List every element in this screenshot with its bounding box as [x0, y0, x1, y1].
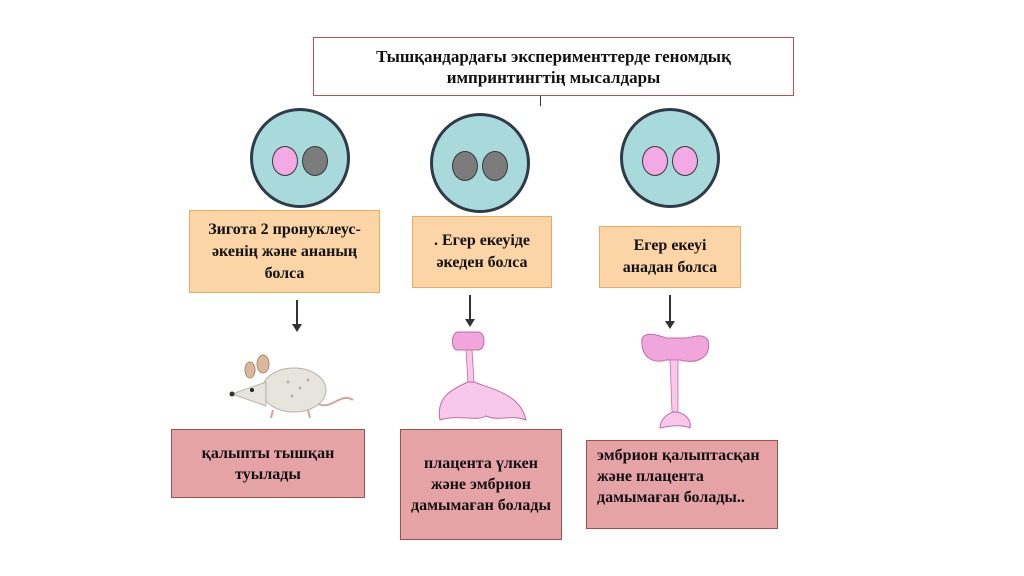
mouse-icon [229, 354, 354, 419]
large-placenta-small-embryo-icon [438, 331, 527, 421]
embryo-small-placenta-icon [641, 333, 710, 429]
arrow-1 [292, 300, 302, 332]
arrow-3 [665, 295, 675, 329]
zygote-maternal [620, 108, 720, 208]
maternal-pronucleus-2 [672, 146, 698, 176]
condition-box-3: Егер екеуі анадан болса [599, 226, 741, 288]
result-box-3: эмбрион қалыптасқан және плацента дамыма… [586, 440, 778, 529]
arrow-2 [465, 295, 475, 327]
paternal-pronucleus-1 [452, 151, 478, 181]
maternal-pronucleus [272, 146, 298, 176]
result-box-1: қалыпты тышқан туылады [171, 429, 365, 498]
paternal-pronucleus [302, 146, 328, 176]
condition-box-2: . Егер екеуіде әкеден болса [412, 216, 552, 288]
diagram-title: Тышқандардағы эксперименттерде геномдық … [313, 37, 794, 96]
zygote-normal [250, 108, 350, 208]
maternal-pronucleus-1 [642, 146, 668, 176]
zygote-paternal [430, 113, 530, 213]
condition-box-1: Зигота 2 пронуклеус- әкенің және ананың … [189, 210, 380, 293]
result-box-2: плацента үлкен және эмбрион дамымаған бо… [400, 429, 562, 540]
title-connector [540, 96, 541, 106]
paternal-pronucleus-2 [482, 151, 508, 181]
